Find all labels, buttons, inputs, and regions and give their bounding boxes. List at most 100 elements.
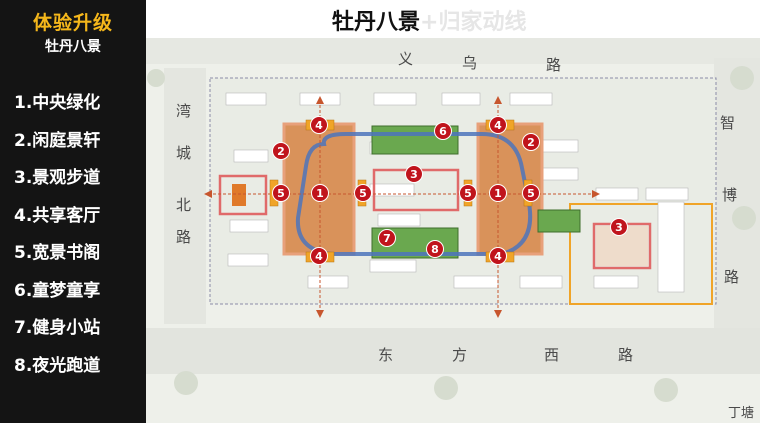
road-label-bottom-1: 东: [378, 346, 394, 364]
road-label-right-3: 路: [724, 268, 740, 286]
arrow-heads: [204, 96, 600, 318]
marker-2b: 2: [522, 133, 540, 151]
tree: [654, 378, 678, 402]
building: [509, 92, 553, 106]
marker-5c: 5: [459, 184, 477, 202]
marker-4c: 4: [310, 247, 328, 265]
svg-text:2: 2: [527, 136, 535, 149]
building: [229, 219, 269, 233]
building: [657, 201, 685, 293]
building: [307, 275, 349, 289]
road-label-left-4: 路: [176, 228, 192, 246]
road-label-top-1: 义: [398, 50, 414, 68]
feature-item: 2.闲庭景轩: [14, 130, 101, 151]
marker-6: 6: [434, 122, 452, 140]
svg-text:3: 3: [615, 221, 623, 234]
svg-text:7: 7: [383, 232, 391, 245]
marker-4b: 4: [489, 116, 507, 134]
marker-7: 7: [378, 229, 396, 247]
feature-item: 7.健身小站: [14, 318, 101, 338]
building: [377, 213, 421, 227]
svg-text:1: 1: [494, 187, 502, 200]
marker-1b: 1: [489, 184, 507, 202]
feature-list: 1.中央绿化 2.闲庭景轩 3.景观步道 4.共享客厅 5.宽景书阁 6.童梦童…: [14, 88, 100, 388]
building: [541, 139, 579, 153]
road-label-left-1: 湾: [176, 102, 192, 120]
svg-text:8: 8: [431, 243, 439, 256]
svg-text:6: 6: [439, 125, 447, 138]
feature-item: 1.中央绿化: [14, 93, 101, 113]
clubhouse-block: [232, 184, 246, 206]
svg-text:4: 4: [494, 119, 502, 132]
svg-text:5: 5: [464, 187, 472, 200]
route-arrows: [208, 100, 596, 314]
svg-text:5: 5: [527, 187, 535, 200]
feature-item: 4.共享客厅: [14, 205, 101, 226]
svg-text:2: 2: [277, 145, 285, 158]
tree: [434, 376, 458, 400]
marker-1a: 1: [311, 184, 329, 202]
sidebar-subtitle: 牡丹八景: [45, 39, 101, 55]
building: [645, 187, 689, 201]
building: [519, 275, 563, 289]
feature-item: 3.景观步道: [14, 168, 101, 188]
svg-text:4: 4: [494, 250, 502, 263]
marker-5d: 5: [522, 184, 540, 202]
marker-2a: 2: [272, 142, 290, 160]
feature-item: 8.夜光跑道: [14, 355, 101, 376]
markers: 4 6 4 2 2 3 5 1 5 5 1 5 3 7 8 4 4: [272, 116, 628, 265]
building: [453, 275, 499, 289]
building: [369, 183, 415, 197]
pavilion-outline: [218, 174, 268, 216]
building: [225, 92, 267, 106]
building: [369, 259, 417, 273]
building: [373, 92, 417, 106]
marker-4d: 4: [489, 247, 507, 265]
svg-text:4: 4: [315, 119, 323, 132]
feature-item: 5.宽景书阁: [14, 243, 101, 263]
marker-4a: 4: [310, 116, 328, 134]
road-top: [146, 38, 760, 64]
page-title-faded: +归家动线: [420, 10, 527, 35]
building: [441, 92, 481, 106]
marker-3a: 3: [405, 165, 423, 183]
road-label-left-3: 北: [176, 196, 192, 214]
annex-outline: [569, 203, 713, 305]
site-plan: 4 6 4 2 2 3 5 1 5 5 1 5 3 7 8 4 4 义 乌 路 …: [146, 38, 760, 423]
road-label-bottom-3: 西: [544, 346, 560, 364]
night-running-track: [295, 132, 533, 256]
building: [227, 253, 269, 267]
marker-3b: 3: [610, 218, 628, 236]
page-title-main: 牡丹八景: [332, 10, 421, 35]
road-left: [164, 68, 206, 324]
marker-5a: 5: [272, 184, 290, 202]
sidebar-title: 体验升级: [32, 12, 113, 34]
road-label-corner: 丁塘: [728, 406, 755, 421]
building: [541, 167, 579, 181]
svg-text:5: 5: [277, 187, 285, 200]
site-plan-drawing: 4 6 4 2 2 3 5 1 5 5 1 5 3 7 8 4 4: [146, 38, 760, 402]
road-label-top-3: 路: [546, 56, 562, 74]
building: [593, 275, 639, 289]
green-lawn: [537, 209, 581, 233]
road-label-right-2: 博: [722, 186, 738, 204]
building: [233, 149, 269, 163]
feature-item: 6.童梦童享: [14, 280, 101, 301]
svg-text:4: 4: [315, 250, 323, 263]
road-right: [714, 58, 760, 328]
svg-text:3: 3: [410, 168, 418, 181]
road-label-right-1: 智: [720, 114, 736, 132]
page-title: 牡丹八景+归家动线: [332, 4, 526, 36]
road-bottom: [146, 328, 760, 374]
tree: [147, 69, 165, 87]
road-label-bottom-2: 方: [452, 346, 468, 364]
marker-5b: 5: [354, 184, 372, 202]
road-label-top-2: 乌: [462, 54, 478, 72]
building: [595, 187, 639, 201]
sidebar: 体验升级 牡丹八景 1.中央绿化 2.闲庭景轩 3.景观步道 4.共享客厅 5.…: [0, 0, 146, 423]
marker-8: 8: [426, 240, 444, 258]
tree: [732, 206, 756, 230]
tree: [730, 66, 754, 90]
svg-text:1: 1: [316, 187, 324, 200]
svg-text:5: 5: [359, 187, 367, 200]
